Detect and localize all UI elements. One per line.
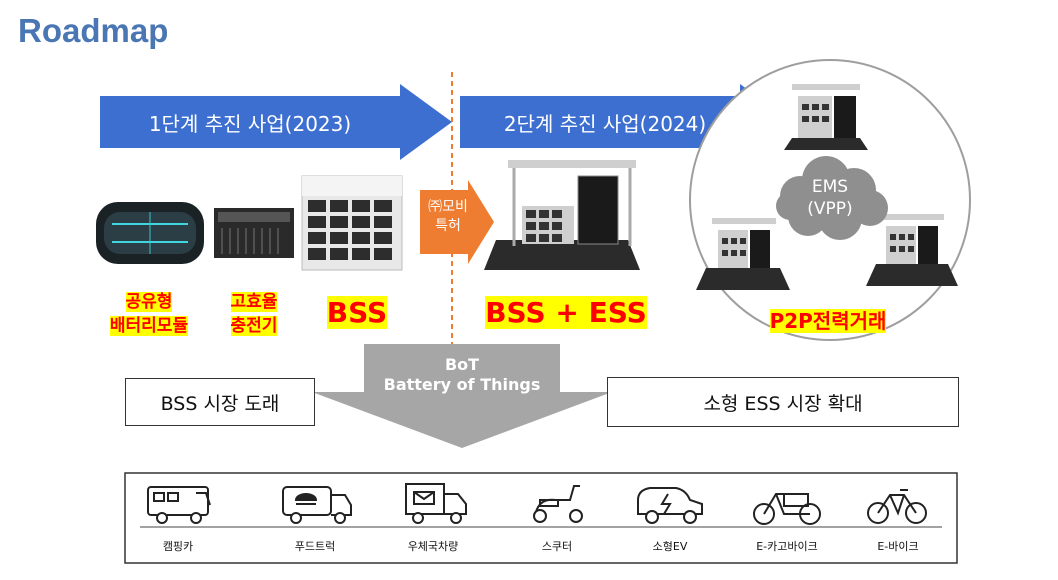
phase1-arrow xyxy=(100,84,452,160)
app-label-camper: 캠핑카 xyxy=(162,540,194,553)
bss-cabinet-image xyxy=(301,175,403,271)
bot-label-line2: Battery of Things xyxy=(383,375,541,394)
e-bike-icon xyxy=(867,489,927,524)
page-title: Roadmap xyxy=(18,12,169,49)
app-label-food-truck: 푸드트럭 xyxy=(294,540,336,553)
camper-van-icon xyxy=(147,486,211,524)
station-top-image xyxy=(784,84,868,150)
scooter-icon xyxy=(533,485,583,523)
market-right-box: 소형 ESS 시장 확대 xyxy=(607,377,959,427)
food-truck-icon xyxy=(282,486,352,524)
charger-label-line1: 고효율 xyxy=(230,292,278,312)
patent-label: ㈜모비 특허 xyxy=(420,198,476,236)
phase1-label: 1단계 추진 사업(2023) xyxy=(148,112,352,136)
ems-cloud xyxy=(776,156,888,240)
small-ev-icon xyxy=(637,487,703,524)
ems-label-line2: (VPP) xyxy=(807,199,853,219)
cargo-bike-icon xyxy=(753,493,821,525)
patent-label-line2: 특허 xyxy=(435,218,461,234)
app-label-postal: 우체국차량 xyxy=(407,540,459,553)
market-left-box: BSS 시장 도래 xyxy=(125,378,315,426)
bot-arrow xyxy=(312,344,612,448)
p2p-label-text: P2P전력거래 xyxy=(769,309,887,333)
bss-ess-station-image xyxy=(484,160,640,270)
bss-label: BSS xyxy=(312,296,402,329)
battery-module-label: 공유형 배터리모듈 xyxy=(84,290,214,338)
app-label-small-ev: 소형EV xyxy=(652,540,688,553)
charger-label: 고효율 충전기 xyxy=(214,290,294,338)
charger-label-line2: 충전기 xyxy=(230,316,278,336)
ems-label: EMS (VPP) xyxy=(790,176,870,220)
patent-label-line1: ㈜모비 xyxy=(428,199,468,215)
bss-ess-label: BSS + ESS xyxy=(476,296,656,329)
bot-label: BoT Battery of Things xyxy=(364,355,560,395)
postal-truck-icon xyxy=(405,483,467,524)
battery-module-image xyxy=(96,202,204,264)
battery-module-label-line1: 공유형 xyxy=(125,292,173,312)
p2p-label: P2P전력거래 xyxy=(748,305,908,334)
charger-image xyxy=(214,208,294,258)
battery-module-label-line2: 배터리모듈 xyxy=(109,316,189,336)
app-label-cargo-bike: E-카고바이크 xyxy=(756,540,818,553)
station-right-image xyxy=(866,214,958,286)
phase2-label: 2단계 추진 사업(2024) xyxy=(503,112,707,136)
station-left-image xyxy=(696,218,790,290)
bss-label-text: BSS xyxy=(326,296,388,329)
ems-label-line1: EMS xyxy=(811,177,849,197)
patent-arrow xyxy=(420,180,494,264)
bot-label-line1: BoT xyxy=(444,355,480,374)
app-label-scooter: 스쿠터 xyxy=(541,540,573,553)
app-label-e-bike: E-바이크 xyxy=(877,540,919,553)
bss-ess-label-text: BSS + ESS xyxy=(485,296,647,329)
